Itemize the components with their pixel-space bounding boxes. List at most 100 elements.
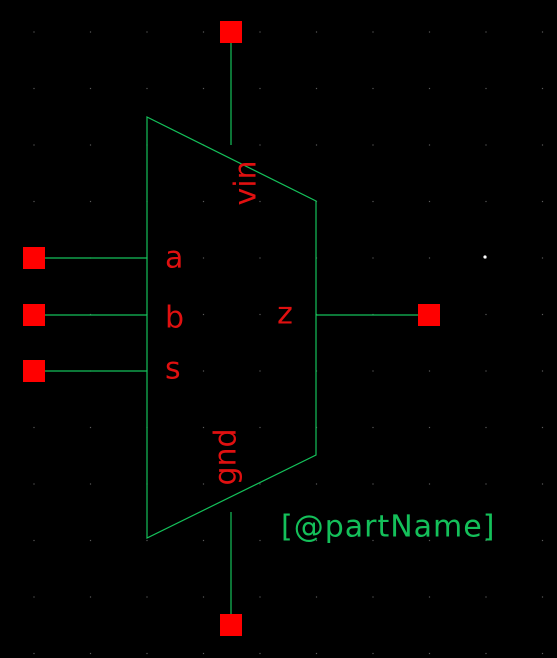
grid-dot [428, 652, 431, 655]
grid-dot [541, 596, 544, 598]
pin-terminal-b[interactable] [23, 304, 45, 326]
grid-dot [428, 31, 431, 33]
grid-dot [259, 596, 261, 598]
grid-dot [33, 426, 35, 429]
grid-dot [428, 87, 431, 90]
grid-dot [259, 652, 261, 655]
grid-dot [485, 483, 487, 485]
grid-dot [428, 483, 431, 485]
instance-label[interactable]: [@partName] [281, 510, 495, 545]
mux-body[interactable] [146, 116, 317, 539]
grid-dot [315, 87, 318, 90]
grid-dot [202, 87, 205, 90]
grid-dot [485, 652, 487, 655]
grid-dot [259, 257, 261, 259]
grid-dot [259, 426, 261, 429]
grid-dot [485, 200, 487, 203]
grid-dot [541, 144, 544, 146]
grid-dot [541, 200, 544, 203]
grid-dot [89, 200, 92, 203]
grid-dot [33, 87, 35, 90]
grid-dot [146, 596, 148, 598]
grid-dot [372, 596, 374, 598]
pin-label-s: s [165, 352, 181, 387]
pin-label-a: a [165, 241, 183, 276]
grid-dot [315, 596, 318, 598]
grid-dot [372, 539, 374, 542]
grid-dot [428, 539, 431, 542]
grid-dot [33, 483, 35, 485]
grid-dot [541, 370, 544, 372]
grid-dot [485, 313, 487, 316]
pin-label-gnd: gnd [209, 428, 244, 485]
grid-dot [202, 313, 205, 316]
grid-dot [485, 596, 487, 598]
pin-terminal-a[interactable] [23, 247, 45, 269]
grid-dot [428, 257, 431, 259]
grid-dot [259, 483, 261, 485]
grid-dot [202, 652, 205, 655]
grid-dot [89, 539, 92, 542]
pin-terminal-s[interactable] [23, 360, 45, 382]
grid-dot [89, 596, 92, 598]
grid-dot [372, 483, 374, 485]
grid-dot [259, 31, 261, 33]
grid-dot [33, 31, 35, 33]
grid-dot [259, 87, 261, 90]
grid-dot [33, 539, 35, 542]
grid-dot [315, 652, 318, 655]
pin-terminal-vin[interactable] [220, 21, 242, 43]
grid-dot [259, 539, 261, 542]
grid-dot [259, 313, 261, 316]
grid-dot [33, 200, 35, 203]
grid-dot [202, 31, 205, 33]
grid-dot [33, 144, 35, 146]
grid-dot [372, 370, 374, 372]
grid-dot [146, 652, 148, 655]
pin-label-z: z [277, 297, 293, 332]
pin-terminal-z[interactable] [418, 304, 440, 326]
grid-dot [485, 87, 487, 90]
pin-terminal-gnd[interactable] [220, 614, 242, 636]
grid-dot [541, 652, 544, 655]
grid-dot [259, 200, 261, 203]
grid-dot [146, 87, 148, 90]
grid-dot [372, 31, 374, 33]
pin-label-b: b [165, 301, 184, 336]
grid-dot [146, 539, 148, 542]
grid-dot [485, 370, 487, 372]
grid-dot [372, 257, 374, 259]
grid-dot [541, 539, 544, 542]
pin-label-vin: vin [229, 160, 264, 205]
grid-dot [541, 426, 544, 429]
grid-dot [428, 426, 431, 429]
grid-dot [202, 200, 205, 203]
grid-dot [89, 426, 92, 429]
grid-dot [202, 483, 205, 485]
grid-dot [315, 539, 318, 542]
grid-dot [259, 370, 261, 372]
grid-dot [315, 144, 318, 146]
grid-dot [89, 652, 92, 655]
grid-dot [202, 426, 205, 429]
grid-dot [315, 31, 318, 33]
grid-dot [202, 370, 205, 372]
grid-dot [372, 87, 374, 90]
grid-dot [428, 144, 431, 146]
grid-dot [485, 31, 487, 33]
grid-dot [485, 426, 487, 429]
grid-dot [428, 200, 431, 203]
grid-dot [541, 31, 544, 33]
grid-dot [372, 426, 374, 429]
cursor-dot [483, 255, 487, 259]
grid-dot [541, 483, 544, 485]
grid-dot [89, 144, 92, 146]
grid-dot [372, 144, 374, 146]
grid-dot [428, 596, 431, 598]
grid-dot [541, 313, 544, 316]
grid-dot [89, 483, 92, 485]
grid-dot [202, 257, 205, 259]
grid-dot [372, 652, 374, 655]
grid-dot [202, 596, 205, 598]
